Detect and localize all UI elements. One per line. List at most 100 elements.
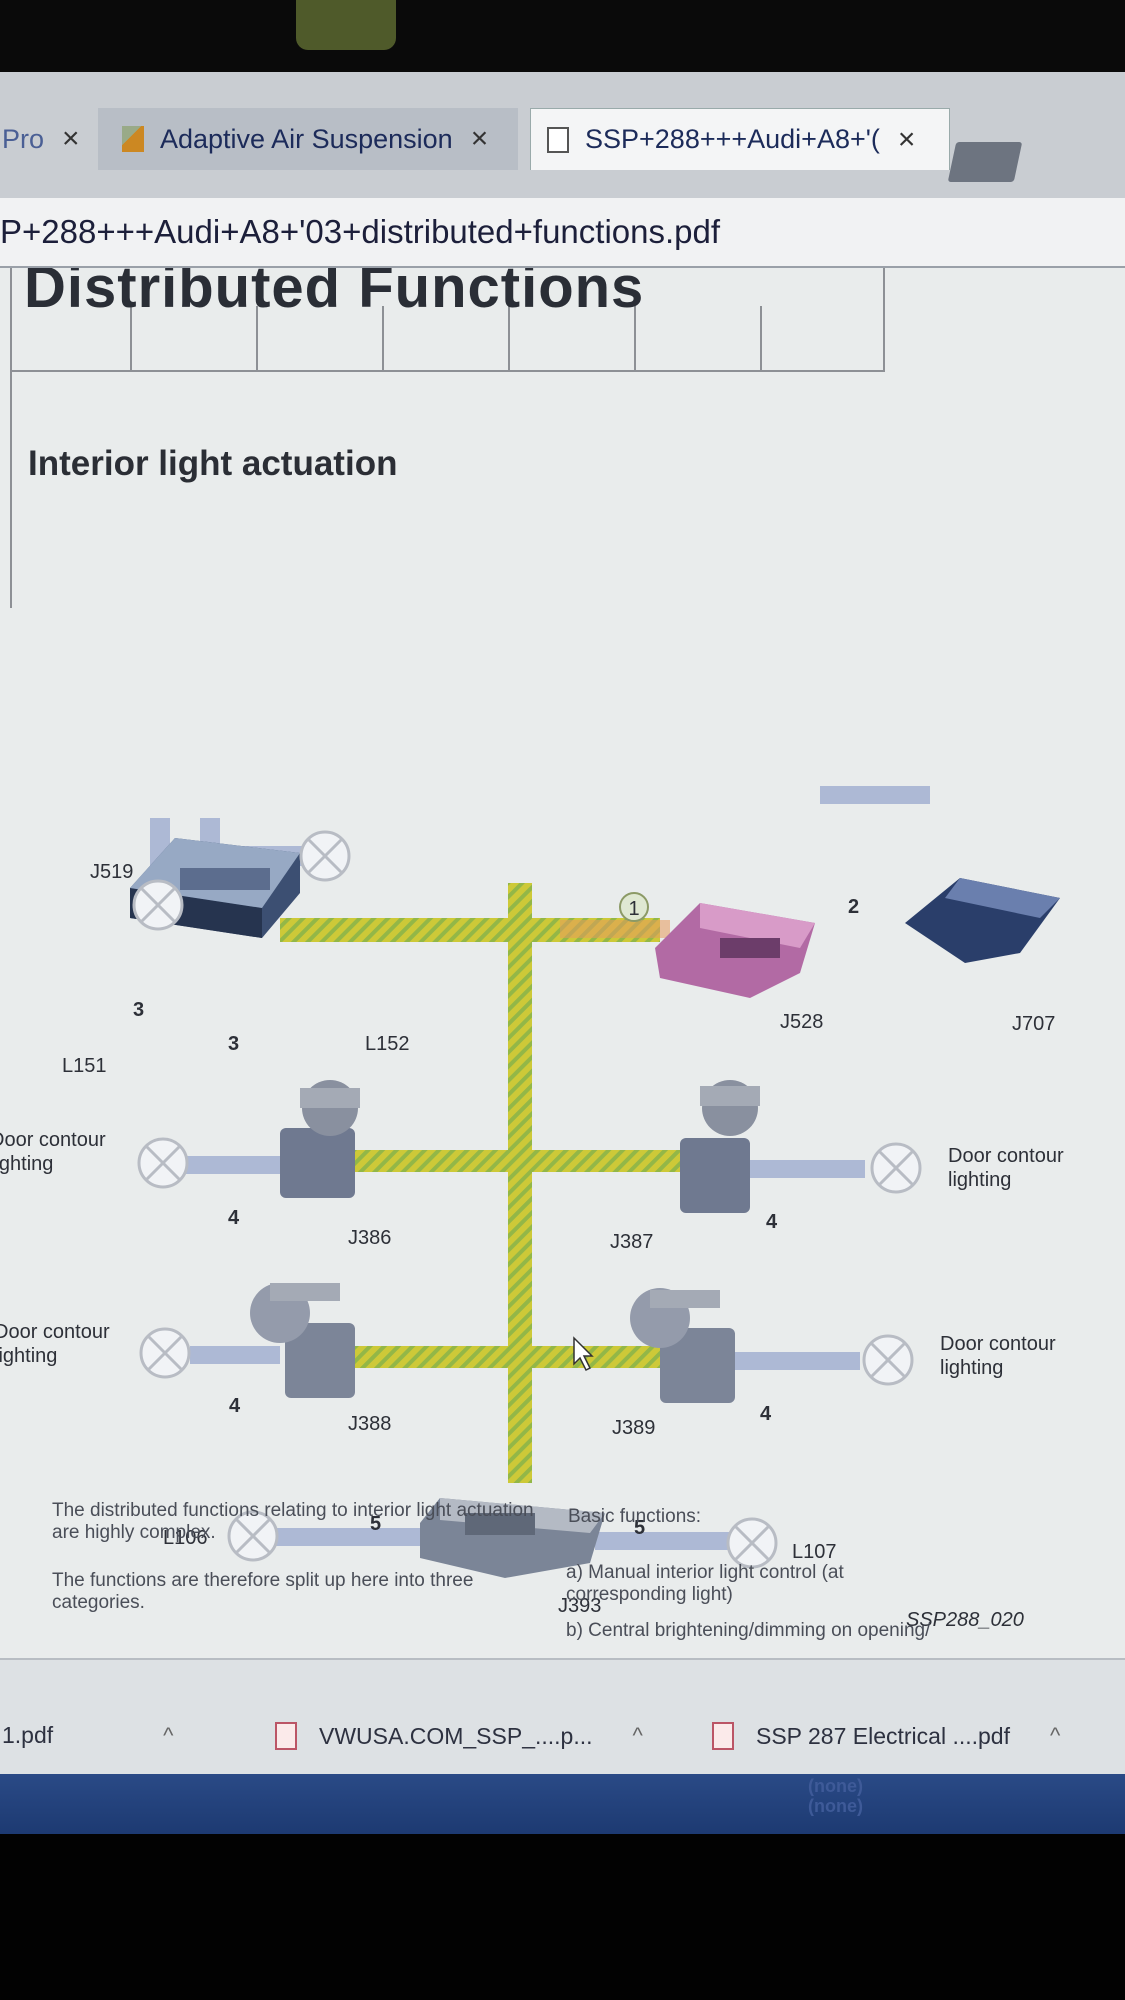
lin-bus-5-right xyxy=(595,1532,730,1550)
light-l106 xyxy=(227,1510,279,1562)
lin-bus-4-right-front xyxy=(730,1160,865,1178)
label-l107: L107 xyxy=(792,1541,837,1563)
label-door-contour-fr-2: lighting xyxy=(948,1169,1011,1191)
label-door-contour-rl-2: lighting xyxy=(0,1345,57,1367)
grid-line xyxy=(634,306,636,372)
label-l106: L106 xyxy=(163,1527,208,1549)
title-grid xyxy=(10,268,885,372)
module-j528 xyxy=(655,903,815,998)
page-divider xyxy=(0,368,12,608)
label-door-contour-rl-1: Door contour xyxy=(0,1321,110,1343)
lin-bus-2 xyxy=(820,786,930,804)
grid-line xyxy=(130,306,132,372)
tab-adaptive-air-suspension[interactable]: Adaptive Air Suspension × xyxy=(98,108,518,170)
label-j528: J528 xyxy=(780,1011,823,1033)
label-j386: J386 xyxy=(348,1227,391,1249)
lin-bus-5-left xyxy=(275,1528,425,1546)
bus-number-4d: 4 xyxy=(760,1403,772,1425)
motor-j388 xyxy=(250,1283,355,1398)
address-bar[interactable]: P+288+++Audi+A8+'03+distributed+function… xyxy=(0,198,1125,268)
label-door-contour-fr-1: Door contour xyxy=(948,1145,1064,1167)
close-icon[interactable]: × xyxy=(897,122,916,156)
grid-line xyxy=(508,306,510,372)
download-label: SSP 287 Electrical ....pdf xyxy=(756,1722,1010,1749)
label-j388: J388 xyxy=(348,1413,391,1435)
close-icon[interactable]: × xyxy=(470,122,489,155)
motor-j387 xyxy=(680,1080,760,1213)
basic-function-a: a) Manual interior light control (at cor… xyxy=(566,1562,844,1605)
module-j707 xyxy=(905,878,1060,963)
download-label: VWUSA.COM_SSP_....p... xyxy=(319,1722,593,1749)
can-bus-front-doors xyxy=(345,1150,690,1172)
tab-pro[interactable]: Pro × xyxy=(0,108,92,170)
can-bus-gateway-segment xyxy=(560,920,670,938)
label-j707: J707 xyxy=(1012,1013,1055,1035)
tab-ssp288-active[interactable]: SSP+288+++Audi+A8+'( × xyxy=(530,108,950,170)
bus-number-4b: 4 xyxy=(766,1211,778,1233)
bus-number-3b: 3 xyxy=(228,1033,239,1055)
light-door-contour-rear-right xyxy=(862,1334,914,1386)
bus-number-1: 1 xyxy=(628,898,639,920)
label-door-contour-rr-2: lighting xyxy=(940,1357,1003,1379)
label-door-contour-rr-1: Door contour xyxy=(940,1333,1056,1355)
module-j393 xyxy=(420,1498,605,1578)
bus-number-badge xyxy=(619,892,649,922)
paragraph-intro: The distributed functions relating to in… xyxy=(52,1500,534,1543)
new-tab-button[interactable] xyxy=(947,142,1023,182)
grid-line xyxy=(760,306,762,372)
bus-number-5a: 5 xyxy=(370,1513,381,1535)
camera-housing xyxy=(296,0,396,50)
motor-j386 xyxy=(280,1080,360,1198)
lin-bus-4-left-rear xyxy=(190,1346,280,1364)
download-item[interactable]: SSP 287 Electrical ....pdf ^ xyxy=(712,1722,1060,1750)
download-label: 1.pdf xyxy=(2,1722,54,1748)
label-j519: J519 xyxy=(90,861,133,883)
grid-line xyxy=(382,306,384,372)
section-title: Interior light actuation xyxy=(28,444,398,483)
tab-label: Pro xyxy=(2,123,45,154)
chevron-up-icon[interactable]: ^ xyxy=(632,1723,643,1748)
close-icon[interactable]: × xyxy=(62,122,80,155)
tab-label: Adaptive Air Suspension xyxy=(160,123,453,154)
pdf-viewer[interactable]: Distributed Functions Interior light act… xyxy=(0,268,1125,1658)
browser-tab-strip: Pro × Adaptive Air Suspension × SSP+288+… xyxy=(0,72,1125,200)
pdf-file-icon xyxy=(712,1722,734,1750)
basic-functions-heading: Basic functions: xyxy=(568,1506,702,1527)
label-j387: J387 xyxy=(610,1231,653,1253)
phone-bezel-bottom xyxy=(0,1834,1125,2000)
label-l151: L151 xyxy=(62,1055,107,1077)
can-bus-rear-doors xyxy=(340,1346,670,1368)
figure-id: SSP288_020 xyxy=(906,1609,1024,1631)
light-l152 xyxy=(299,830,351,882)
os-taskbar: (none) (none) xyxy=(0,1774,1125,1834)
interior-light-diagram: 1 2 3 3 4 4 4 4 5 5 J519 J528 J707 L152 … xyxy=(0,786,1064,1631)
light-door-contour-front-right xyxy=(870,1142,922,1194)
label-door-contour-fl-2: lighting xyxy=(0,1153,53,1175)
document-icon xyxy=(547,126,569,153)
address-text: P+288+++Audi+A8+'03+distributed+function… xyxy=(0,213,721,250)
lin-bus-4-left-front xyxy=(180,1156,280,1174)
chevron-up-icon[interactable]: ^ xyxy=(1050,1723,1061,1748)
page-favicon-icon xyxy=(122,126,144,152)
bus-number-4c: 4 xyxy=(229,1395,241,1417)
motor-j389 xyxy=(630,1288,735,1403)
label-l152: L152 xyxy=(365,1033,410,1055)
document-title: Distributed Functions xyxy=(24,268,645,320)
mouse-cursor-icon xyxy=(573,1336,594,1372)
bus-number-5b: 5 xyxy=(634,1517,645,1539)
pdf-file-icon xyxy=(275,1722,297,1750)
label-j389: J389 xyxy=(612,1417,655,1439)
light-door-contour-rear-left xyxy=(139,1327,191,1379)
download-item[interactable]: 1.pdf ^ xyxy=(2,1722,173,1749)
light-l151 xyxy=(132,879,184,931)
chevron-up-icon[interactable]: ^ xyxy=(163,1722,174,1748)
download-item[interactable]: VWUSA.COM_SSP_....p... ^ xyxy=(275,1722,643,1750)
paragraph-categories: The functions are therefore split up her… xyxy=(52,1570,474,1613)
bus-number-4a: 4 xyxy=(228,1207,240,1229)
downloads-bar: 1.pdf ^ VWUSA.COM_SSP_....p... ^ SSP 287… xyxy=(0,1658,1125,1774)
phone-bezel-top xyxy=(0,0,1125,80)
basic-function-b: b) Central brightening/dimming on openin… xyxy=(566,1620,931,1641)
can-bus-trunk xyxy=(508,883,532,1483)
taskbar-ghost-text: (none) (none) xyxy=(808,1776,863,1816)
grid-line xyxy=(256,306,258,372)
